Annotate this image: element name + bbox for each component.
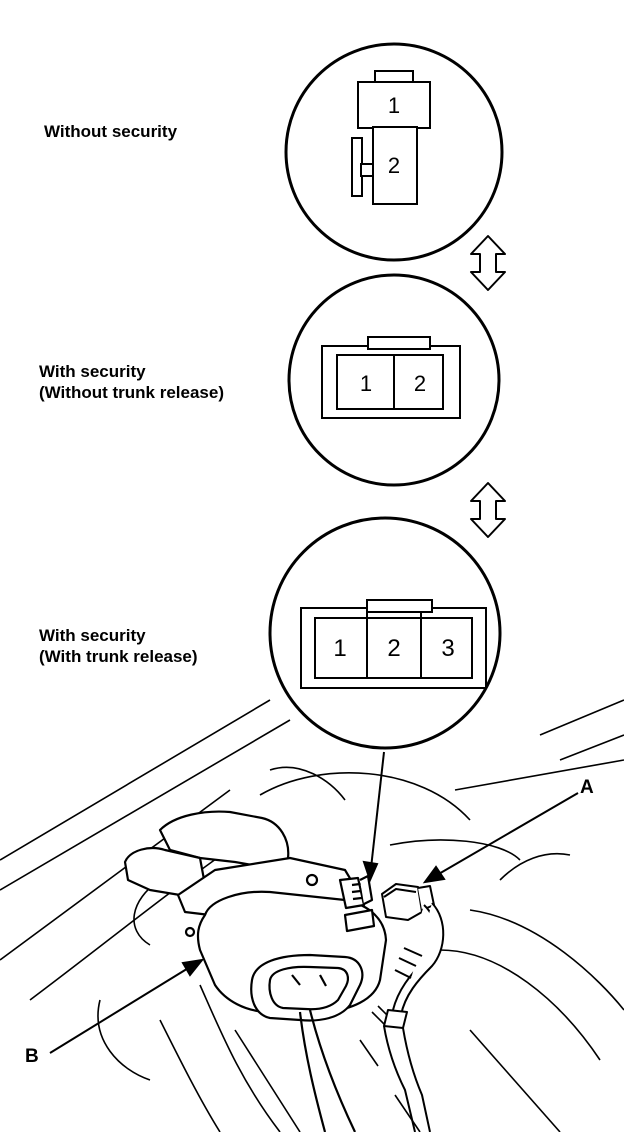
double-arrow-icon xyxy=(470,235,506,291)
leader-lines xyxy=(49,751,579,1054)
connector-3pin xyxy=(300,599,487,689)
terminal-label: 1 xyxy=(333,635,346,662)
connector-2pin xyxy=(321,336,461,419)
connector-2pin-inline xyxy=(351,70,431,205)
terminal-label: 2 xyxy=(387,635,400,662)
double-arrow-icon xyxy=(470,482,506,538)
callout-b: B xyxy=(25,1046,39,1067)
harness-connector-a xyxy=(381,883,445,1132)
terminal-label: 3 xyxy=(441,635,454,662)
callout-a: A xyxy=(580,777,594,798)
trunk-latch-assembly xyxy=(123,810,388,1132)
terminal-label: 1 xyxy=(388,93,400,118)
label-with-security-trunk: With security (With trunk release) xyxy=(39,626,198,666)
terminal-label: 2 xyxy=(388,153,400,178)
label-with-security-no-trunk: With security (Without trunk release) xyxy=(39,362,224,402)
label-without-security: Without security xyxy=(44,122,178,141)
detail-circle-without-security: 1 2 xyxy=(284,42,504,262)
detail-circle-with-security-trunk: 1 2 3 xyxy=(268,516,502,750)
terminal-label: 2 xyxy=(414,371,426,396)
trunk-lid-structure xyxy=(0,699,624,1132)
detail-circle-with-security-no-trunk: 1 2 xyxy=(287,273,501,487)
terminal-label: 1 xyxy=(360,371,372,396)
